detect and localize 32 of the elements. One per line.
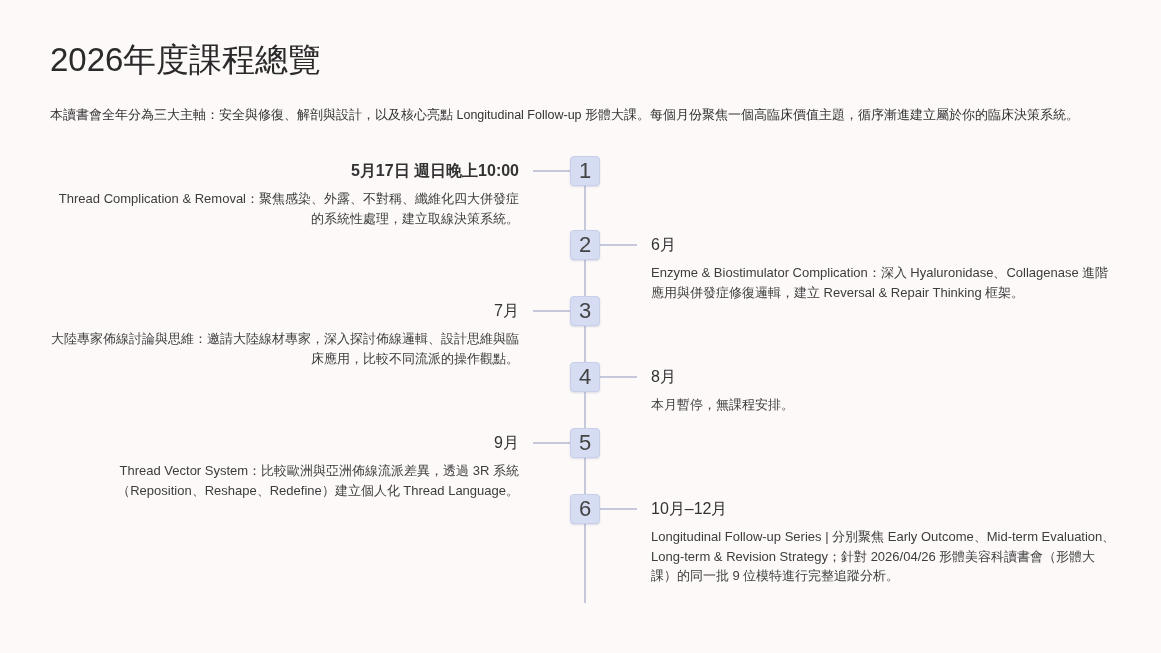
connector-line (599, 376, 638, 378)
description: Enzyme & Biostimulator Complication：深入 Hyaluronidase、Collagenase 進階應用與併發症修復邏輯，建立 Reversal & Repair Thinking 框架。 (651, 264, 1110, 302)
connector-line (599, 508, 638, 510)
description: Thread Complication & Removal：聚焦感染、外露、不對稱、纖維化四大併發症的系統性處理，建立取線決策系統。 (57, 190, 519, 228)
date-heading: 5月17日 週日晚上10:00 (350, 161, 519, 181)
description: 本月暫停，無課程安排。 (651, 396, 794, 414)
description: Thread Vector System：比較歐洲與亞洲佈線流派差異，透過 3R 系統（Reposition、Reshape、Redefine）建立個人化 Thread Language。 (116, 462, 519, 500)
timeline-line (584, 523, 586, 604)
connector-line (532, 442, 571, 444)
connector-line (532, 170, 571, 172)
connector-line (599, 244, 638, 246)
date-heading: 9月 (494, 433, 519, 453)
timeline-line (584, 185, 586, 231)
timeline-line (584, 325, 586, 363)
timeline-line (584, 391, 586, 429)
description: 大陸專家佈線討論與思維：邀請大陸線材專家，深入探討佈線邏輯、設計思維與臨床應用，比較不同流派的操作觀點。 (50, 330, 519, 368)
date-heading: 6月 (651, 235, 676, 255)
number-box: 2 (570, 230, 600, 260)
timeline-line (584, 259, 586, 297)
title: 2026年度課程總覽 (50, 40, 322, 80)
date-heading: 7月 (494, 301, 519, 321)
number-box: 1 (570, 156, 600, 186)
timeline-line (584, 457, 586, 495)
date-heading: 8月 (651, 367, 676, 387)
intro-text: 本讀書會全年分為三大主軸：安全與修復、解剖與設計，以及核心亮點 Longitudinal Follow-up 形體大課。每個月份聚焦一個高臨床價值主題，循序漸進建立屬於你的臨床決策系統。 (50, 107, 1080, 124)
connector-line (532, 310, 571, 312)
date-heading: 10月–12月 (651, 499, 728, 519)
description: Longitudinal Follow-up Series | 分別聚焦 Early Outcome、Mid-term Evaluation、Long-term & Revision Strategy；針對 2026/04/26 形體美容科讀書會（形體大課）的同一批 9 位模特進行完整追蹤分析。 (651, 528, 1117, 585)
number-box: 4 (570, 362, 600, 392)
number-box: 5 (570, 428, 600, 458)
number-box: 6 (570, 494, 600, 524)
number-box: 3 (570, 296, 600, 326)
